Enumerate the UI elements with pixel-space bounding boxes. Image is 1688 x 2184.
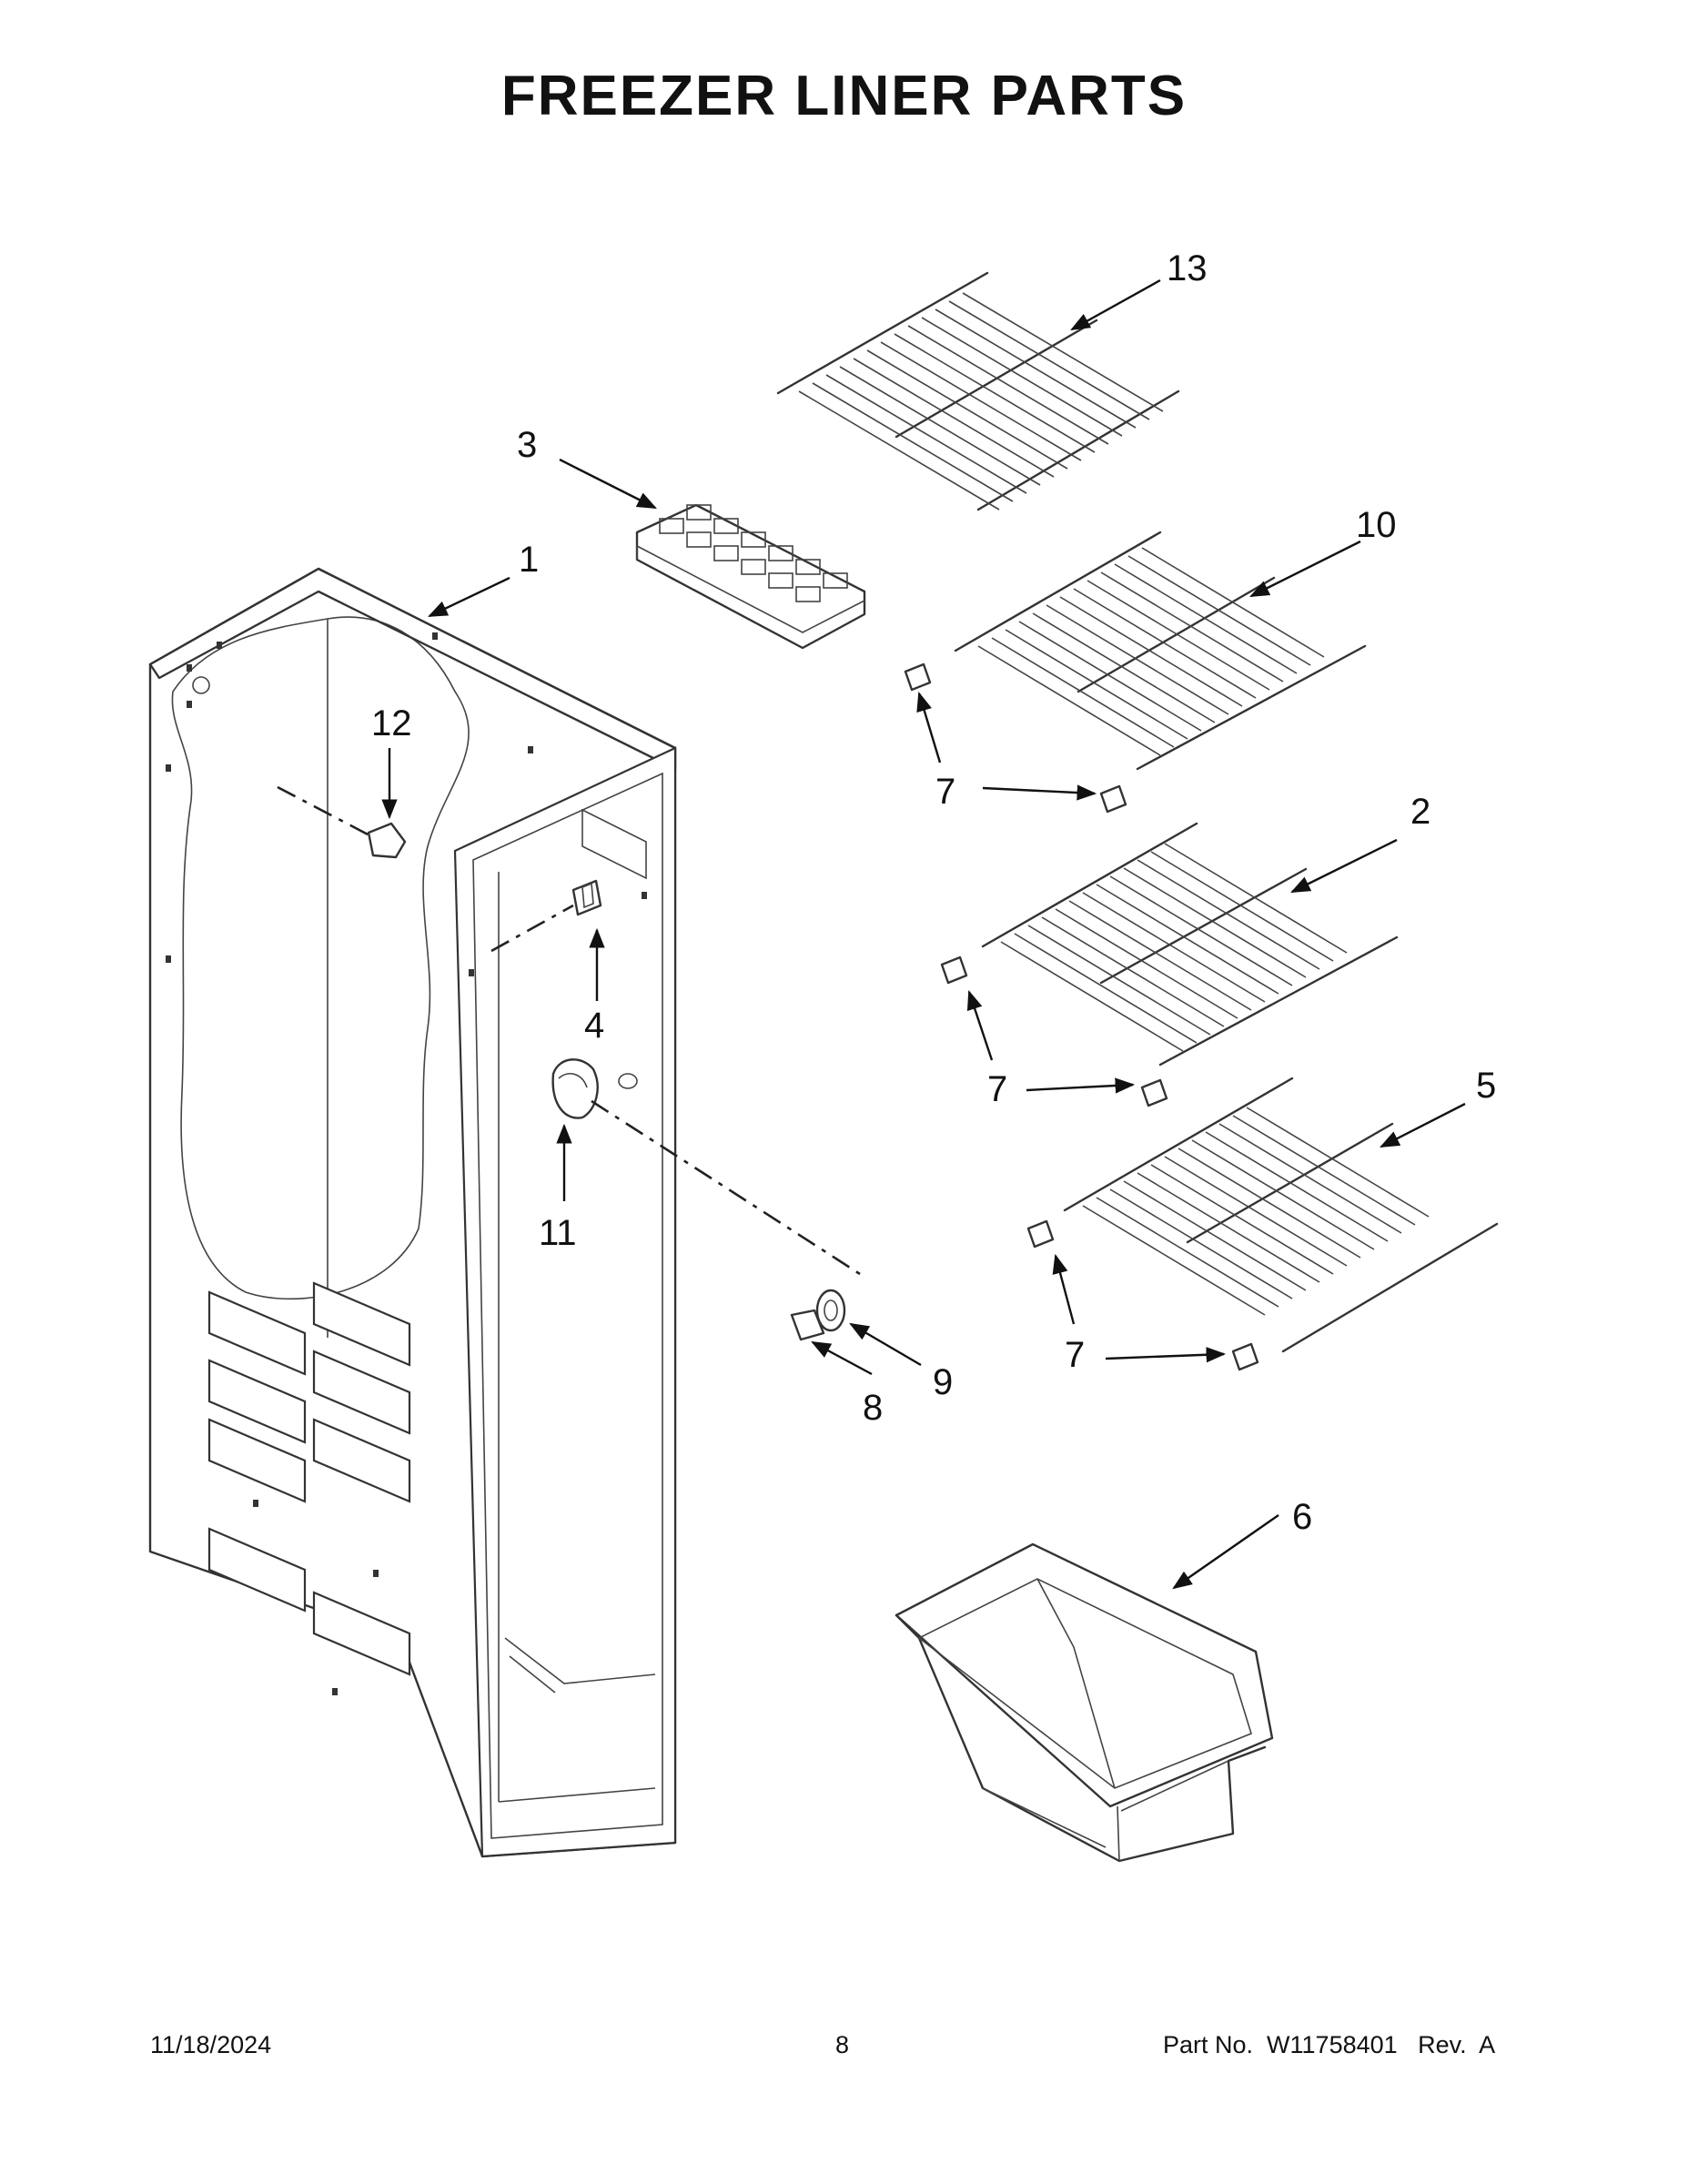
freezer-liner-part [148, 567, 677, 1858]
light-assembly-part-11 [551, 1058, 861, 1276]
callout-6: 6 [1292, 1497, 1312, 1537]
switch-part-4 [490, 879, 605, 1001]
callout-7-middle: 7 [987, 1069, 1007, 1109]
callout-3: 3 [517, 425, 537, 465]
callout-5: 5 [1476, 1066, 1496, 1106]
callout-2: 2 [1410, 792, 1430, 832]
footer-date: 11/18/2024 [150, 2031, 272, 2058]
callout-7-bottom: 7 [1065, 1335, 1085, 1375]
ice-tray-part-3 [559, 458, 866, 650]
callout-13: 13 [1167, 248, 1208, 288]
callout-1: 1 [519, 540, 539, 580]
shelf-part-10 [904, 531, 1367, 814]
shelf-part-2 [940, 822, 1399, 1107]
callout-labels: 1 2 3 4 5 6 7 7 7 8 9 10 11 12 13 [371, 248, 1496, 1537]
shelf-part-13 [776, 271, 1180, 511]
callout-12: 12 [371, 703, 412, 743]
shelf-part-5 [1026, 1077, 1499, 1371]
page-title: FREEZER LINER PARTS [500, 65, 1188, 127]
bulb-parts-8-9 [790, 1289, 922, 1376]
callout-9: 9 [933, 1362, 953, 1402]
callout-7-top: 7 [935, 772, 955, 812]
callout-4: 4 [584, 1006, 604, 1046]
callout-10: 10 [1356, 505, 1397, 545]
footer-page-number: 8 [835, 2031, 850, 2058]
vent-panels [207, 1281, 411, 1676]
bracket-part-12 [277, 748, 407, 859]
bin-part-6 [895, 1514, 1279, 1863]
callout-8: 8 [863, 1388, 883, 1428]
callout-11: 11 [539, 1213, 577, 1253]
footer-part-number: Part No. W11758401 Rev. A [1163, 2031, 1496, 2058]
